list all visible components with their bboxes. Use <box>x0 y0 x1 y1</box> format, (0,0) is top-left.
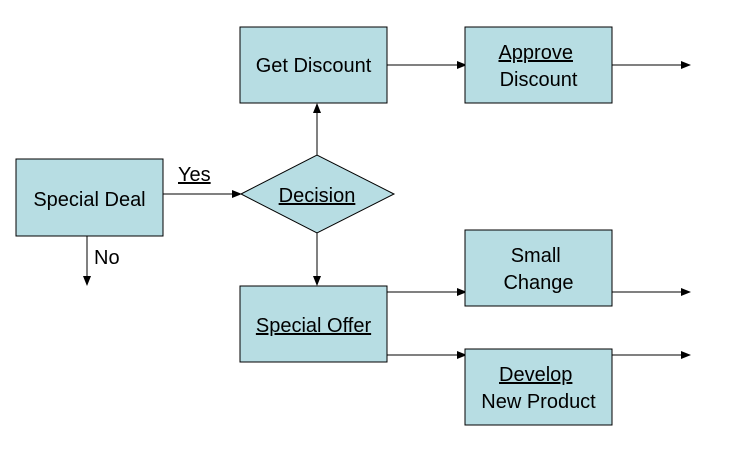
edge-label-no: No <box>94 247 120 269</box>
edges <box>83 61 691 359</box>
node-special-offer-label: Special Offer <box>256 315 372 337</box>
node-get-discount-label: Get Discount <box>256 55 372 77</box>
node-develop-new-product: Develop New Product <box>464 348 613 426</box>
node-get-discount: Get Discount <box>239 26 388 104</box>
edge-label-yes: Yes <box>178 164 211 186</box>
node-special-deal-label: Special Deal <box>33 189 145 211</box>
node-special-offer: Special Offer <box>239 285 388 363</box>
node-decision: Decision <box>239 154 396 234</box>
node-develop-new-product-label: Develop New Product <box>481 364 596 413</box>
node-small-change: Small Change <box>464 229 613 307</box>
node-decision-label: Decision <box>279 185 356 207</box>
node-special-deal: Special Deal <box>15 158 164 237</box>
node-small-change-label: Small Change <box>503 245 573 294</box>
node-approve-discount: Approve Discount <box>464 26 613 104</box>
node-approve-discount-label: Approve Discount <box>498 42 578 91</box>
